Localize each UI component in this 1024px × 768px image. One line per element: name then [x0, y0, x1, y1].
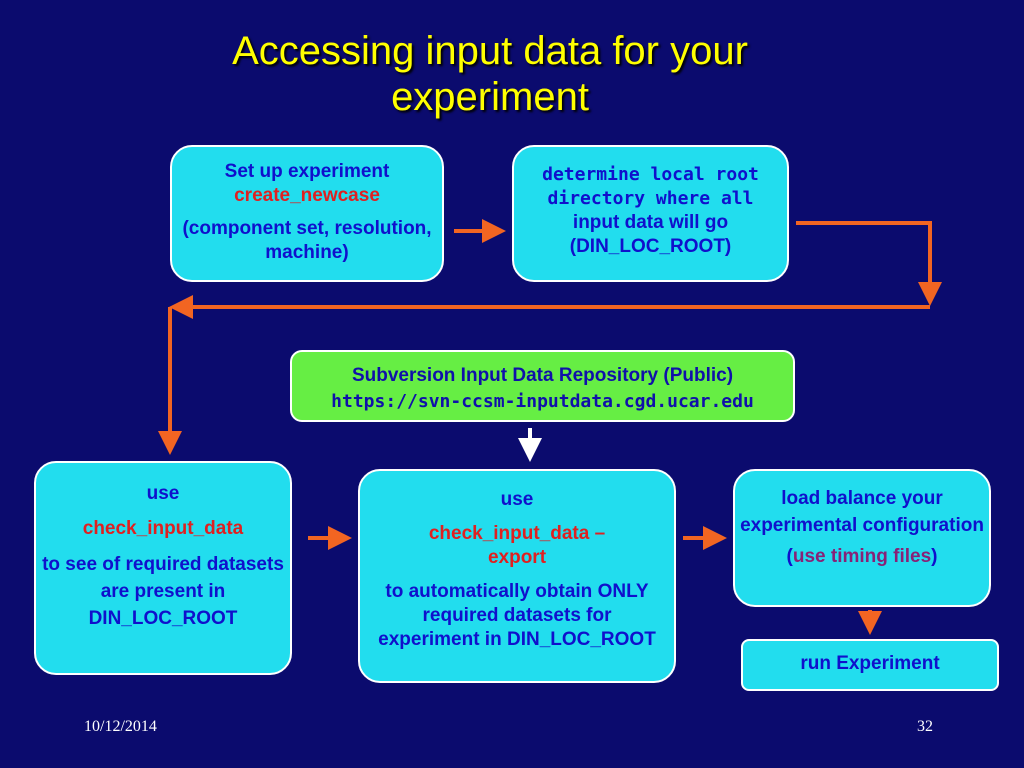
slide-title: Accessing input data for your experiment: [232, 29, 748, 119]
repo-label: Subversion Input Data Repository (Public…: [351, 365, 734, 386]
export-description: to automatically obtain ONLY required da…: [378, 581, 656, 650]
run-experiment-box: run Experiment: [741, 639, 999, 691]
setup-label: Set up experiment: [224, 161, 390, 182]
setup-note: (component set, resolution, machine): [182, 218, 432, 263]
repo-url: https://svn-ccsm-inputdata.cgd.ucar.edu: [331, 391, 754, 412]
setup-experiment-box: Set up experiment create_newcase (compon…: [170, 145, 444, 282]
load-balance-text: load balance your experimental configura…: [740, 488, 984, 536]
check-input-data-box: use check_input_data to see of required …: [34, 461, 292, 675]
load-balance-box: load balance your experimental configura…: [733, 469, 991, 607]
arrow-root-down: [796, 221, 942, 306]
slide-number: 32: [917, 718, 933, 735]
timing-files-label: use timing files: [792, 546, 932, 567]
check-command: check_input_data: [82, 518, 244, 539]
export-use-label: use: [500, 489, 534, 510]
paren-open: (: [786, 546, 793, 567]
check-description: to see of required datasets are present …: [42, 554, 284, 629]
paren-close: ): [931, 546, 938, 567]
check-input-data-export-box: use check_input_data – export to automat…: [358, 469, 676, 683]
local-root-box: determine local root directory where all…: [512, 145, 789, 282]
export-command: check_input_data – export: [428, 523, 606, 568]
slide-date: 10/12/2014: [84, 718, 157, 735]
create-newcase-command: create_newcase: [234, 185, 380, 206]
root-text-line2: input data will go (DIN_LOC_ROOT): [569, 212, 732, 257]
svn-repository-box: Subversion Input Data Repository (Public…: [290, 350, 795, 422]
root-text: determine local root directory where all: [542, 164, 759, 209]
run-experiment-text: run Experiment: [800, 653, 940, 674]
timing-files-note: (use timing files): [735, 545, 989, 569]
check-use-label: use: [146, 483, 180, 504]
